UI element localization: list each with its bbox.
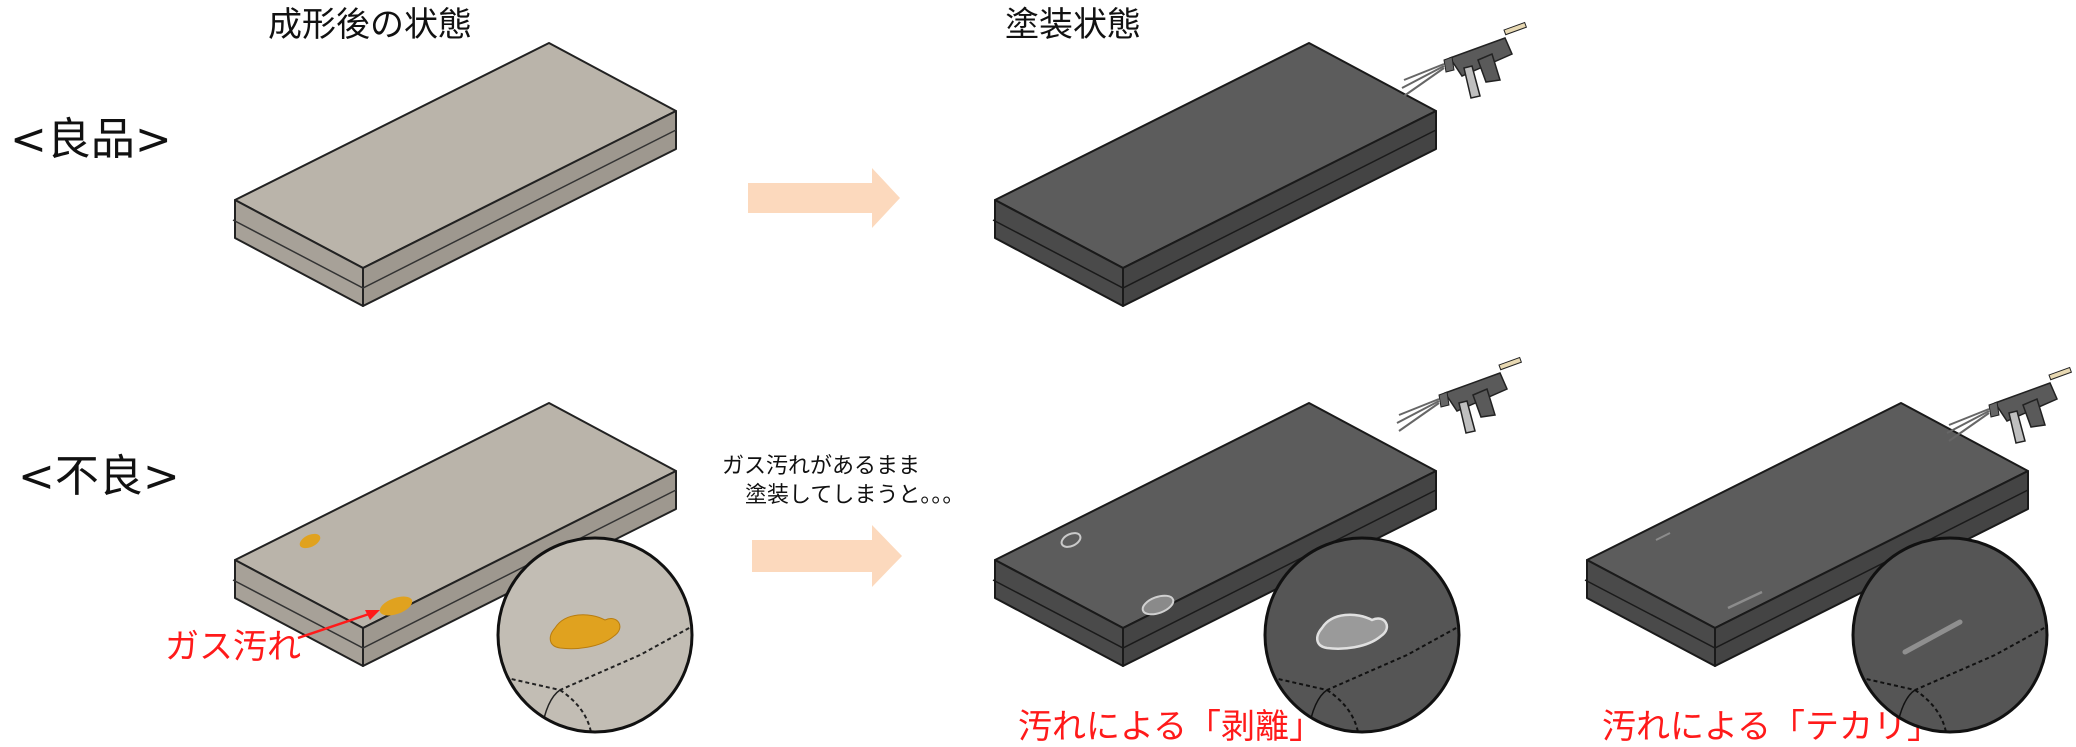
spray-gun-icon: [1946, 366, 2073, 444]
row-label-defect: <不良>: [18, 451, 180, 502]
arrow-right-icon: [748, 168, 900, 228]
arrow-right-icon: [752, 525, 902, 587]
gas-stain-pointer: [297, 610, 380, 640]
header-after-molding: 成形後の状態: [268, 5, 472, 45]
molded-part-good: [232, 42, 677, 307]
shine-caption: 汚れによる「テカリ」: [1602, 707, 1941, 747]
header-painted: 塗装状態: [1005, 5, 1141, 45]
magnifier-circle-icon: [496, 536, 694, 734]
note-line-1: ガス汚れがあるまま: [722, 454, 921, 479]
peeling-caption: 汚れによる「剥離」: [1018, 707, 1323, 747]
peeling-spot-small: [1060, 532, 1082, 548]
spray-gun-icon: [1396, 356, 1523, 434]
painted-part-shine: [1584, 402, 2029, 667]
magnifier-circle-icon: [1263, 536, 1461, 734]
peeling-spot-large: [1141, 594, 1175, 616]
gas-stain-spot-small: [299, 533, 321, 549]
molded-part-defect: [232, 402, 677, 667]
note-line-2: 塗装してしまうと。。。: [745, 483, 965, 508]
painted-part-peeling: [992, 402, 1437, 667]
row-label-good: <良品>: [10, 114, 172, 165]
painted-part-good: [992, 42, 1437, 307]
gas-stain-spot-large: [379, 596, 413, 616]
shine-streak-large: [1727, 590, 1763, 610]
shine-streak-small: [1655, 532, 1671, 541]
spray-gun-icon: [1401, 21, 1528, 99]
magnifier-circle-icon: [1851, 536, 2049, 734]
gas-stain-label: ガス汚れ: [165, 627, 301, 667]
